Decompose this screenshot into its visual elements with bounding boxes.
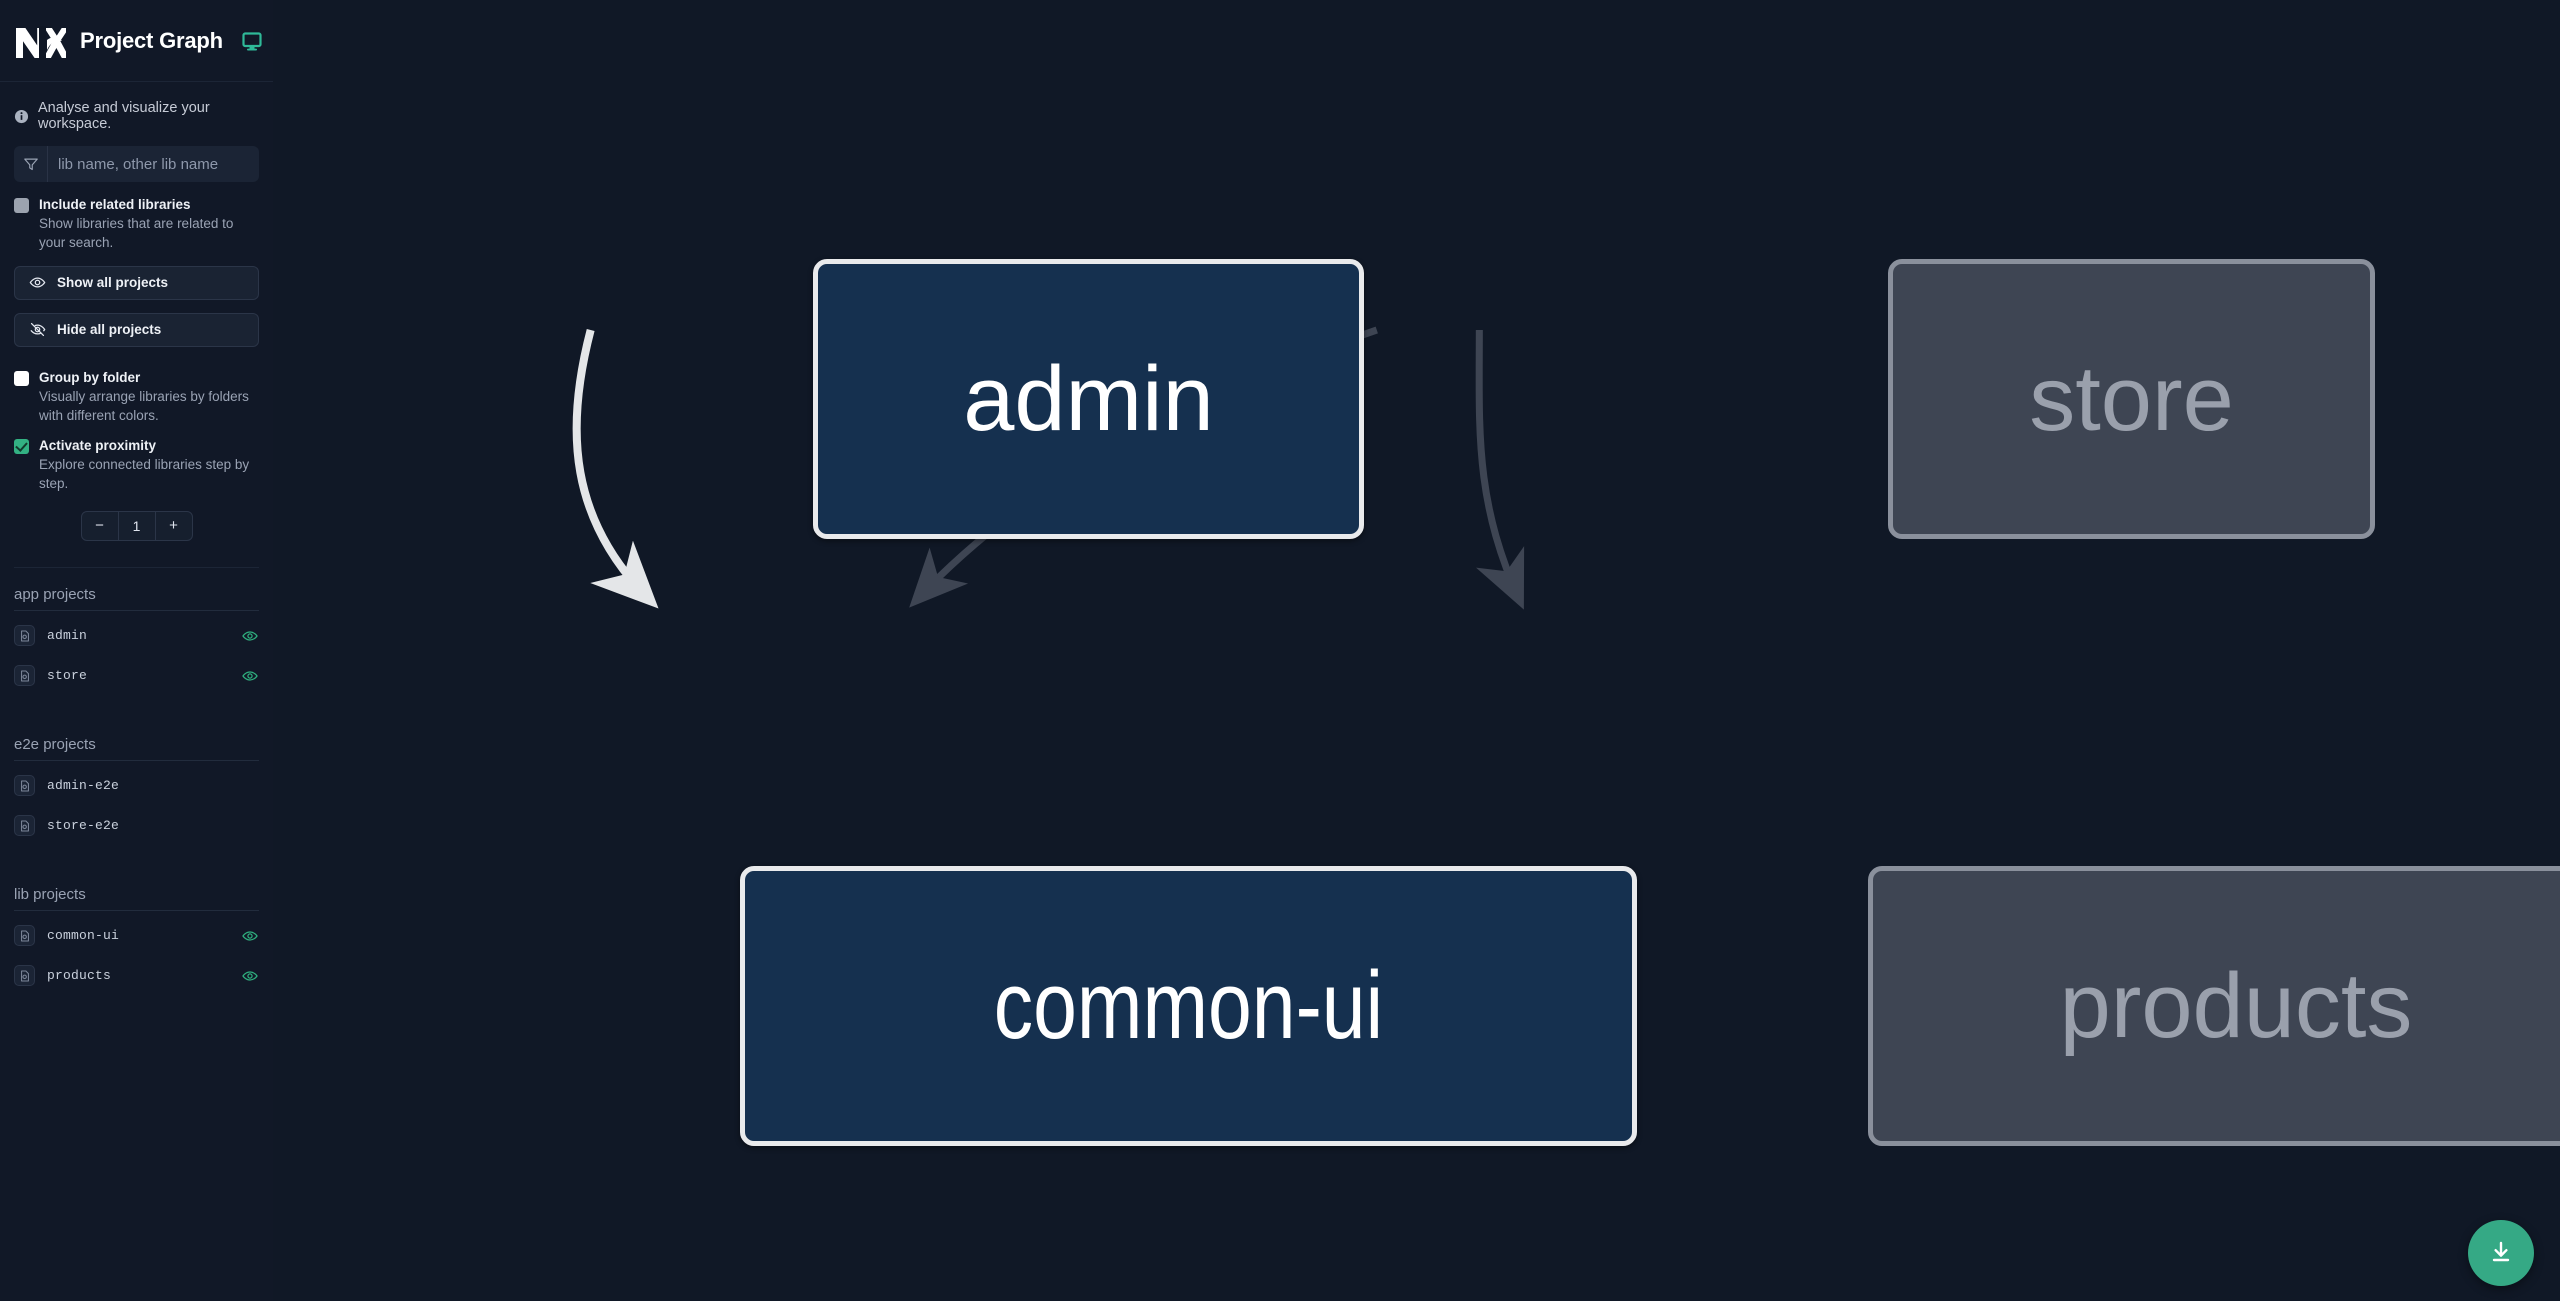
eye-icon[interactable] [241,967,259,985]
project-name: store-e2e [47,818,120,834]
graph-canvas[interactable]: admin store common-ui products [273,0,2560,1301]
checkbox-group-by-folder[interactable] [14,370,29,386]
project-name: store [47,668,88,684]
option-description: Explore connected libraries step by step… [39,457,250,492]
info-icon [14,109,29,124]
project-file-icon [14,925,35,947]
sidebar-tagline: Analyse and visualize your workspace. [0,82,273,146]
option-description: Visually arrange libraries by folders wi… [39,388,249,423]
sidebar-project-common-ui[interactable]: common-ui [14,916,259,956]
project-file-icon [14,775,35,797]
option-activate-proximity[interactable]: Activate proximity Explore connected lib… [14,437,259,494]
group-title-e2e-projects: e2e projects [14,718,259,761]
download-icon [2488,1239,2514,1268]
project-name: admin [47,628,88,644]
option-title: Include related libraries [39,197,191,212]
hide-all-projects-button[interactable]: Hide all projects [14,312,259,347]
project-name: common-ui [47,928,120,944]
project-file-icon [14,625,35,647]
graph-node-label: products [2059,955,2413,1057]
edge-admin-to-common-ui [572,328,659,609]
sidebar-body: Include related libraries Show libraries… [0,146,273,996]
option-title: Activate proximity [39,438,157,454]
eye-icon[interactable] [241,667,259,685]
sidebar-project-store-e2e[interactable]: store-e2e [14,806,259,846]
show-all-projects-label: Show all projects [57,275,169,291]
app-title: Project Graph [80,27,223,53]
graph-node-common-ui[interactable]: common-ui [740,866,1637,1146]
proximity-increment-button[interactable]: + [169,517,178,535]
sidebar-project-store[interactable]: store [14,656,259,696]
graph-node-store[interactable]: store [1888,259,2375,539]
proximity-stepper[interactable]: − 1 + [80,510,193,541]
project-file-icon [14,665,35,687]
checkbox-activate-proximity[interactable] [14,439,29,455]
graph-node-admin[interactable]: admin [813,259,1364,539]
eye-icon [29,274,46,291]
project-file-icon [14,815,35,837]
graph-node-products[interactable]: products [1868,866,2560,1146]
group-title-app-projects: app projects [14,568,259,611]
checkbox-include-related-libraries[interactable] [14,198,29,213]
edge-store-to-products [1475,329,1525,610]
sidebar-divider [14,566,259,568]
proximity-value: 1 [119,511,156,540]
project-name: admin-e2e [47,778,120,794]
option-description: Show libraries that are related to your … [39,216,234,251]
graph-node-label: admin [963,348,1214,450]
group-title-lib-projects: lib projects [14,868,259,911]
tagline-text: Analyse and visualize your workspace. [38,100,210,132]
option-group-by-folder[interactable]: Group by folder Visually arrange librari… [14,369,259,426]
search-box[interactable] [14,146,259,182]
hide-all-projects-label: Hide all projects [57,322,162,338]
option-include-related-libraries[interactable]: Include related libraries Show libraries… [14,196,259,253]
eye-off-icon [29,321,46,338]
proximity-decrement-button[interactable]: − [82,511,119,540]
search-input[interactable] [48,146,259,182]
sidebar-project-admin[interactable]: admin [14,616,259,656]
filter-icon [14,146,48,182]
eye-icon[interactable] [241,927,259,945]
monitor-icon[interactable] [241,30,263,52]
download-graph-button[interactable] [2468,1220,2534,1286]
graph-node-label: store [2029,348,2234,450]
eye-icon[interactable] [241,627,259,645]
nx-logo-icon [14,20,70,62]
project-name: products [47,968,112,984]
option-title: Group by folder [39,369,141,385]
sidebar: Project Graph Analyse and visualize your… [0,0,273,1301]
sidebar-project-products[interactable]: products [14,956,259,996]
sidebar-header: Project Graph [0,0,273,82]
show-all-projects-button[interactable]: Show all projects [14,265,259,300]
project-file-icon [14,965,35,987]
sidebar-project-admin-e2e[interactable]: admin-e2e [14,766,259,806]
graph-node-label: common-ui [993,952,1384,1059]
